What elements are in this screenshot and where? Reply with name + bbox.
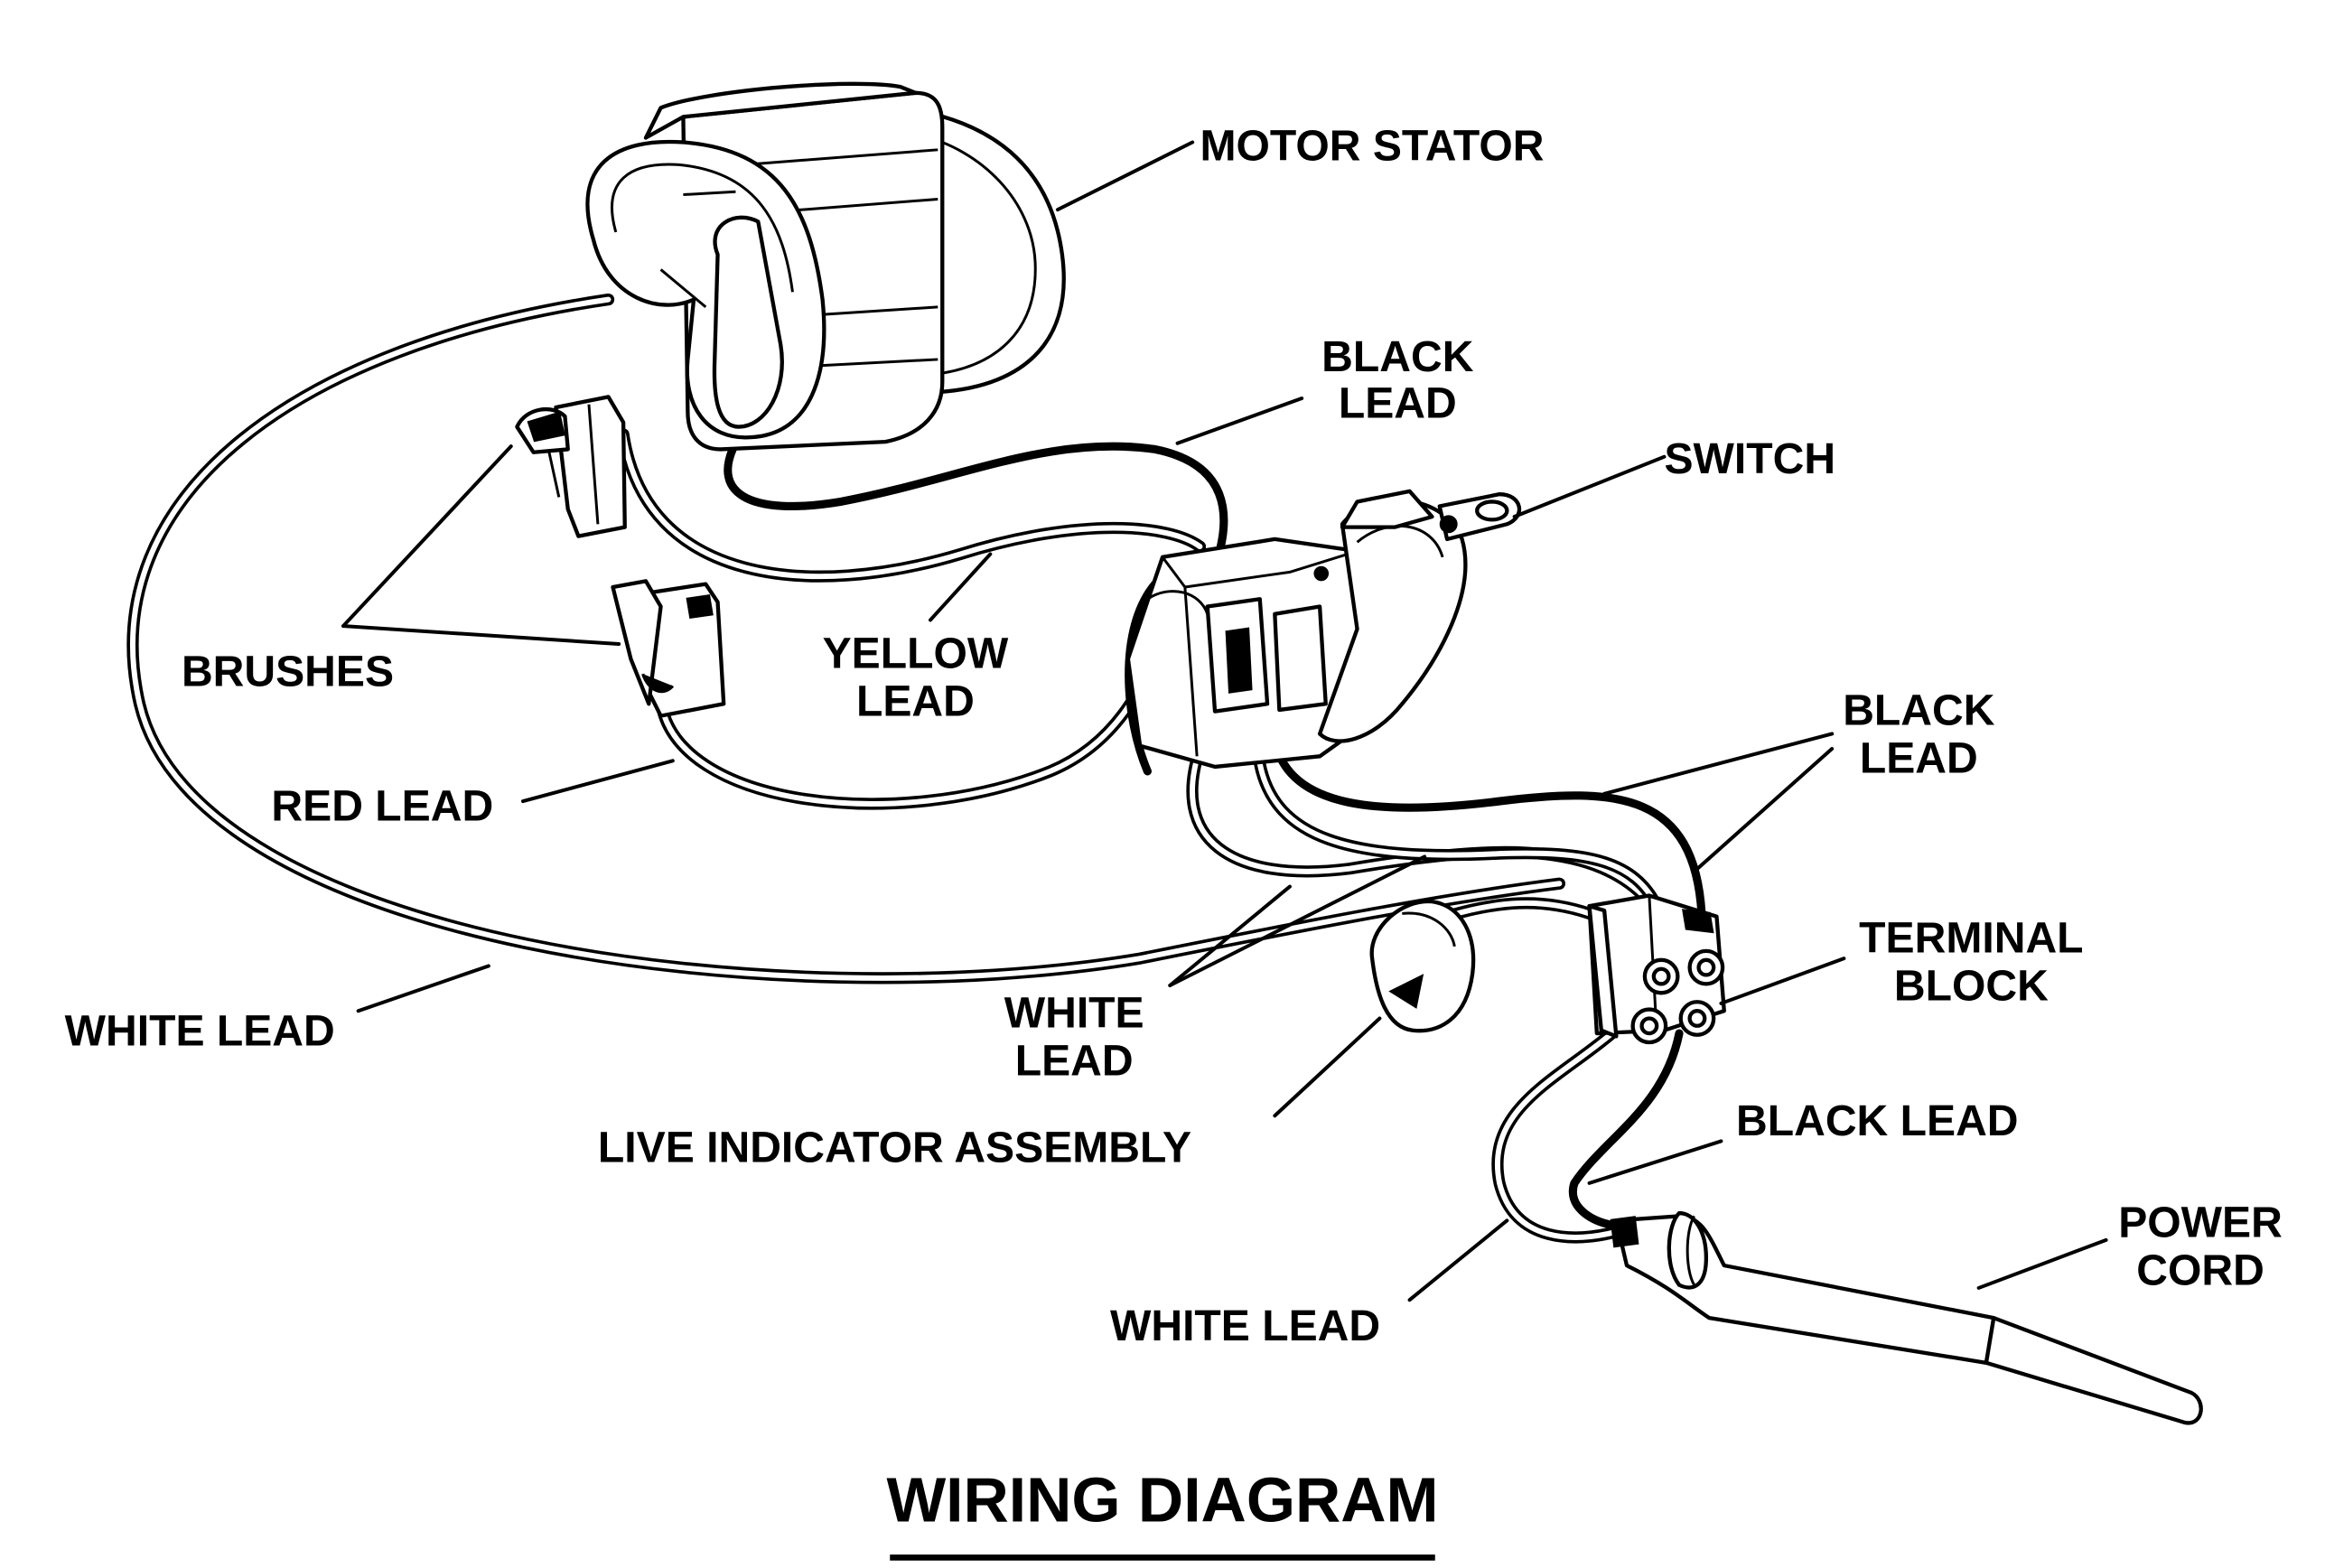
label-terminal-block-line1: TERMINAL (1859, 914, 2083, 963)
label-black-lead-cord: BLACK LEAD (1736, 1097, 2019, 1145)
label-motor-stator: MOTOR STATOR (1200, 121, 1544, 170)
label-white-lead-mid-line1: WHITE (1004, 988, 1144, 1037)
label-black-lead-top-line2: LEAD (1339, 379, 1457, 428)
live-indicator-assembly (1369, 899, 1476, 1033)
label-black-lead-top-line1: BLACK (1321, 332, 1474, 381)
label-black-lead-right-line2: LEAD (1860, 734, 1978, 783)
label-red-lead: RED LEAD (271, 782, 493, 831)
label-terminal-block-line2: BLOCK (1894, 962, 2049, 1011)
terminal-block (1587, 893, 1726, 1045)
label-brushes: BRUSHES (182, 647, 394, 695)
brush-upper (515, 395, 627, 538)
label-white-lead-mid-line2: LEAD (1015, 1036, 1134, 1085)
brush-lower (611, 579, 726, 718)
switch-body (1125, 489, 1522, 770)
label-white-lead-cord: WHITE LEAD (1110, 1302, 1380, 1350)
leader-lines (341, 140, 2108, 1302)
label-switch: SWITCH (1664, 434, 1835, 483)
label-power-cord-line1: POWER (2118, 1199, 2283, 1247)
diagram-title: WIRING DIAGRAM (886, 1465, 1438, 1535)
power-cord (1610, 1210, 2203, 1425)
label-white-lead-left: WHITE LEAD (65, 1006, 335, 1055)
label-black-lead-right-line1: BLACK (1843, 686, 1995, 735)
label-yellow-lead-line1: YELLOW (823, 629, 1009, 677)
label-yellow-lead-line2: LEAD (856, 677, 975, 726)
motor-stator (585, 81, 1066, 452)
label-live-indicator-assembly: LIVE INDICATOR ASSEMBLY (598, 1124, 1191, 1172)
label-power-cord-line2: CORD (2136, 1246, 2264, 1295)
